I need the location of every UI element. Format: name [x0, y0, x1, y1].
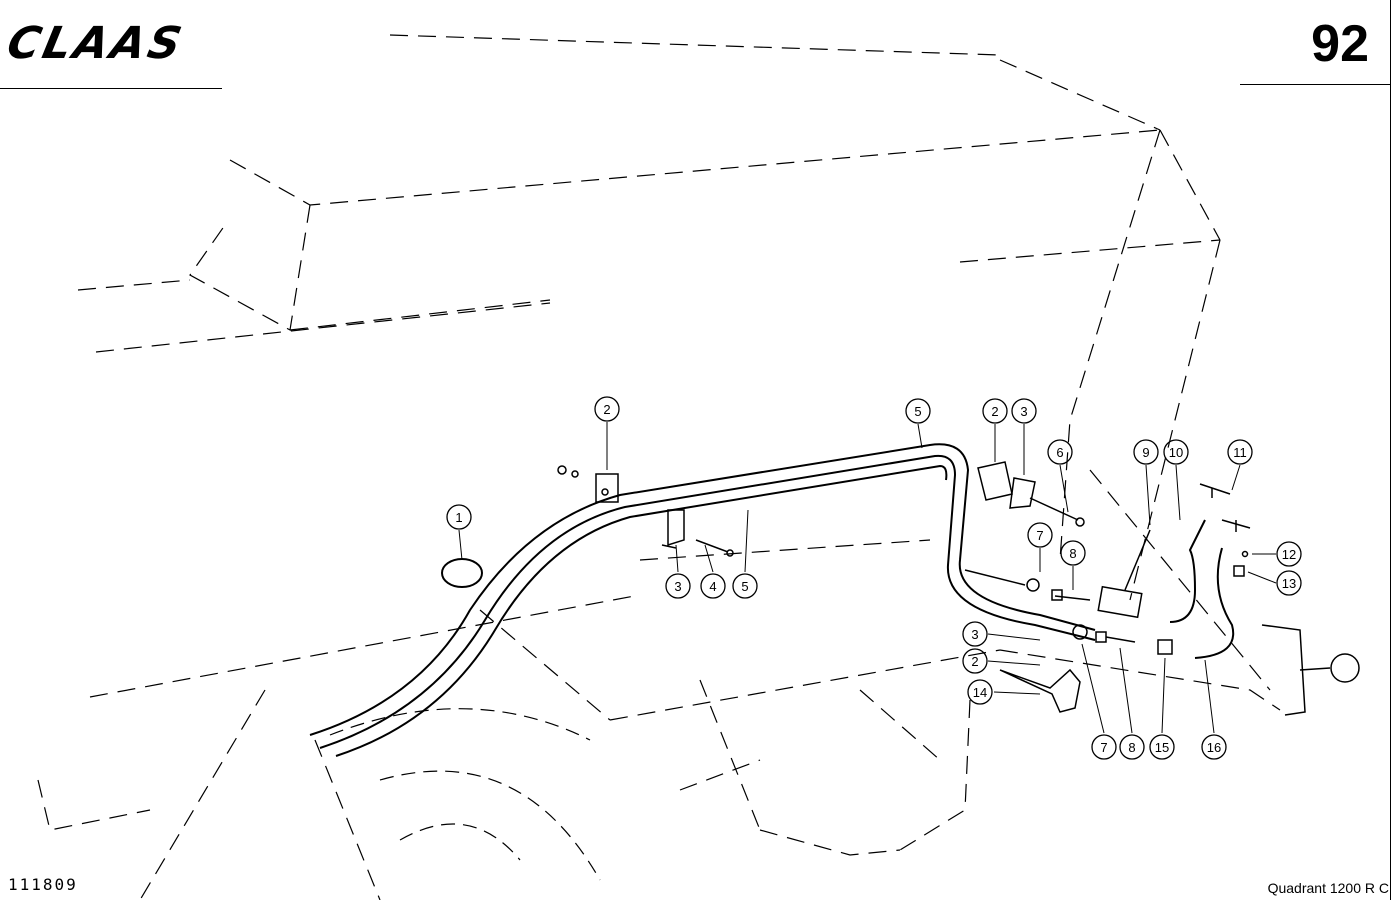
part-14-bracket	[999, 668, 1081, 713]
callout-5b-label: 5	[741, 579, 748, 594]
leader-lines	[458, 422, 1277, 734]
callout-2a: 2	[594, 396, 620, 422]
callout-8a-label: 8	[1069, 546, 1076, 561]
callout-8a: 8	[1060, 540, 1086, 566]
callout-5a: 5	[905, 398, 931, 424]
part-13-nut	[1233, 565, 1245, 577]
part-10-pipe	[1169, 519, 1206, 623]
hitch-outline	[1261, 624, 1360, 716]
part-15-fitting	[1157, 639, 1173, 655]
callout-4: 4	[700, 573, 726, 599]
callout-7a: 7	[1027, 522, 1053, 548]
model-name: Quadrant 1200 R C	[1267, 880, 1389, 896]
callout-2b-label: 2	[991, 404, 998, 419]
callout-3a-label: 3	[674, 579, 681, 594]
callout-3a: 3	[665, 573, 691, 599]
callout-13: 13	[1276, 570, 1302, 596]
callout-16: 16	[1201, 734, 1227, 760]
callout-12-label: 12	[1282, 547, 1296, 562]
wheel-outline	[329, 708, 601, 881]
page-number: 92	[1311, 15, 1369, 73]
callout-10-label: 10	[1169, 445, 1183, 460]
callout-5a-label: 5	[914, 404, 921, 419]
frame-border-right	[1390, 0, 1391, 900]
callout-14: 14	[967, 679, 993, 705]
part-6-bolt	[1029, 497, 1085, 527]
callout-13-label: 13	[1282, 576, 1296, 591]
callout-10: 10	[1163, 439, 1189, 465]
drawing-number: 111809	[8, 875, 78, 894]
part-7-8-fittings	[964, 569, 1136, 643]
callout-7b: 7	[1091, 734, 1117, 760]
part-12-washer	[1241, 550, 1249, 558]
callout-12: 12	[1276, 541, 1302, 567]
callout-2c-label: 2	[971, 654, 978, 669]
callout-1: 1	[446, 504, 472, 530]
callout-15-label: 15	[1155, 740, 1169, 755]
part-2-clamp-block	[557, 465, 619, 503]
callout-9-label: 9	[1142, 445, 1149, 460]
callout-16-label: 16	[1207, 740, 1221, 755]
callout-4-label: 4	[709, 579, 716, 594]
callout-8b-label: 8	[1128, 740, 1135, 755]
callout-3c-label: 3	[971, 627, 978, 642]
callout-11-label: 11	[1233, 445, 1247, 460]
callout-3b: 3	[1011, 398, 1037, 424]
callout-8b: 8	[1119, 734, 1145, 760]
callout-3b-label: 3	[1020, 404, 1027, 419]
header-rule-right	[1240, 84, 1390, 85]
part-9-valve	[1097, 529, 1151, 619]
part-2-3-clamp-right	[977, 461, 1036, 509]
part-16-pipe	[1194, 547, 1235, 659]
callout-2b: 2	[982, 398, 1008, 424]
callout-14-label: 14	[973, 685, 987, 700]
callout-6-label: 6	[1056, 445, 1063, 460]
callout-7b-label: 7	[1100, 740, 1107, 755]
callout-1-label: 1	[455, 510, 462, 525]
part-4-bolt	[695, 539, 734, 557]
header-rule-left	[0, 88, 222, 89]
callout-2a-label: 2	[603, 402, 610, 417]
callout-6: 6	[1047, 439, 1073, 465]
pipe-5	[309, 443, 1096, 757]
callout-3c: 3	[962, 621, 988, 647]
callout-15: 15	[1149, 734, 1175, 760]
callout-5b: 5	[732, 573, 758, 599]
part-11-tee	[1199, 483, 1251, 532]
callout-7a-label: 7	[1036, 528, 1043, 543]
callout-2c: 2	[962, 648, 988, 674]
callout-11: 11	[1227, 439, 1253, 465]
callout-9: 9	[1133, 439, 1159, 465]
part-3-bracket	[661, 509, 685, 549]
